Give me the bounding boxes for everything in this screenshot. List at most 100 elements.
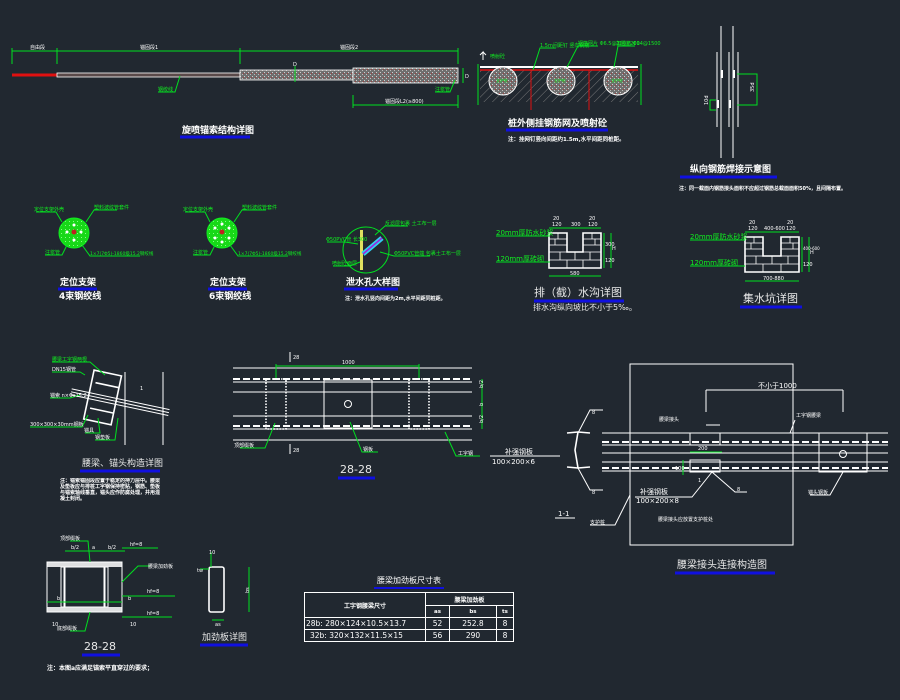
leader-line — [70, 540, 91, 563]
label-shotcrete: 喷射砼 — [490, 53, 505, 60]
drawing-title: 排（截）水沟详图 — [534, 285, 622, 299]
top-batten-plate — [408, 378, 430, 430]
positioning-bracket-4-drawing: 定位支架外壳 塑料波纹管套件 注浆管 1×7(7Φ5)-1860级15.2钢绞线… — [34, 204, 154, 302]
cell-ts: 8 — [495, 629, 515, 642]
stiffener — [104, 566, 109, 608]
leader-line — [52, 361, 106, 376]
weld-mark: 8 — [592, 410, 595, 416]
header-size: 工字钢腰梁尺寸 — [304, 592, 426, 618]
anchor-structure-drawing: 自由段 锚固段1 锚固段2 D D 钢绞线 注浆管 锚固段L2(≥800) 旋喷… — [11, 44, 469, 139]
leader-line — [590, 494, 631, 526]
drawing-title: 腰梁、锚头构造详图 — [82, 457, 163, 469]
dim: b/2 — [479, 415, 485, 423]
dim: 300 — [571, 222, 581, 228]
weld-mark — [721, 70, 723, 78]
label: 塑料波纹管套件 — [242, 204, 277, 211]
label: 锚索 n×Φs15.2 — [50, 392, 87, 399]
table-row: 28b: 280×124×10.5×13.7 52 252.8 8 — [304, 617, 515, 630]
pile-circle — [488, 66, 518, 96]
cell-size: 28b: 280×124×10.5×13.7 — [304, 617, 426, 630]
steel-mesh-drawing: 支护桩 支护桩 支护桩 喷射砼 1.5m间距钉 竖向钢筋 钢筋网片 Φ6.5@2… — [477, 40, 661, 143]
pile-label: 支护桩 — [554, 77, 566, 83]
section-mark-label: 28 — [293, 355, 299, 361]
drawing-title: 28-28 — [340, 463, 372, 476]
cell-bs: 252.8 — [449, 617, 497, 630]
pile-label: 支护桩 — [611, 77, 623, 83]
header-group: 腰梁加劲板 — [425, 592, 514, 606]
drawing-title: 集水坑详图 — [743, 291, 798, 305]
dim: 120 — [588, 222, 598, 228]
label-mesh: 钢筋网片 Φ6.5@200×200 — [578, 40, 640, 47]
strand-dot — [213, 236, 217, 240]
section-mark-label: 28 — [293, 448, 299, 454]
anchor-hole — [839, 450, 847, 458]
dim-anchor-2: 锚固段2 — [340, 44, 358, 51]
weld-label: hf=8 — [130, 542, 142, 548]
label: 补强钢板 — [640, 487, 668, 496]
section-outline — [46, 561, 123, 613]
marker: 1 — [698, 478, 701, 484]
label-mortar: 20mm厚防水砂浆 — [496, 228, 554, 237]
drawing-title: 28-28 — [84, 640, 116, 653]
drawing-note-box: 注：锚索锚固段应置于稳定的持力层中。腰梁及垫板应与排桩工字钢保持密贴，钢筋、垫板… — [60, 478, 160, 502]
dim: b — [128, 596, 131, 602]
dim: 10 — [209, 550, 215, 556]
leader-line — [240, 422, 276, 449]
cell-bs: 290 — [449, 629, 497, 642]
web-opening — [64, 566, 105, 608]
dim: 400-600 — [803, 246, 820, 251]
splice-plate — [689, 459, 721, 473]
leader-line — [70, 611, 91, 632]
weld-label: hf=8 — [147, 589, 159, 595]
drawing-title: 泄水孔大样图 — [346, 276, 400, 288]
header-bs: bs — [449, 605, 497, 618]
label-grout-pipe: 注浆管 — [435, 86, 450, 93]
leader-line — [121, 565, 150, 583]
label: DN15钢管 — [52, 366, 76, 373]
weld-mark — [733, 70, 735, 78]
label: 反滤层包裹 土工布一层 — [385, 220, 437, 227]
table-title: 腰梁加劲板尺寸表 — [377, 576, 441, 585]
drawing-note: 排水沟纵向坡比不小于5‰。 — [533, 302, 637, 312]
drainage-ditch-drawing: 20 120 300 20 120 300 120 H 580 20mm厚防水砂… — [496, 216, 637, 312]
leader-line — [158, 75, 181, 93]
leader-line — [185, 211, 211, 223]
dim: 20 — [553, 216, 559, 222]
leader-line — [444, 431, 480, 457]
leader-line — [810, 471, 844, 496]
drawing-title: 定位支架 — [209, 276, 246, 288]
dim: a — [92, 545, 95, 551]
stiffener-table-block: 腰梁加劲板尺寸表 工字钢腰梁尺寸 腰梁加劲板 as bs ts 28b: 280… — [304, 575, 515, 642]
pile-label: 支护桩 — [496, 77, 508, 83]
dim-mark: 1 — [140, 386, 143, 392]
pile-circle — [546, 66, 576, 96]
dim: 120 — [605, 258, 615, 264]
dim: 20 — [749, 220, 755, 226]
stiffener-plate-drawing: 10 tw bs as 加劲板详图 — [197, 550, 251, 647]
leader-line — [52, 371, 86, 376]
header-as: as — [424, 605, 451, 618]
brick-pattern — [745, 237, 799, 272]
pile-circle — [603, 66, 633, 96]
leader-line — [327, 241, 359, 245]
drain-hole-drawing: Φ50PVC管 长300 反滤层包裹 土工布一层 喷射砼面层 Φ50PVC管端 … — [326, 220, 461, 302]
label: 支护桩 — [590, 519, 605, 526]
label: 锚头钢板 — [808, 489, 828, 496]
dim: 1000 — [342, 360, 355, 366]
label: Φ50PVC管 长300 — [326, 236, 367, 243]
dim: H — [810, 250, 814, 256]
leader-line — [577, 409, 603, 434]
label: 顶部缀板 — [234, 442, 254, 449]
dim: b/2 — [71, 545, 79, 551]
leader-line — [95, 417, 119, 441]
label: 300×300×30mm钢板 — [30, 421, 84, 428]
leader-line — [566, 45, 598, 68]
weld-mark: 8 — [592, 490, 595, 496]
label: 底部缀板 — [57, 625, 77, 632]
dim: 120 — [552, 222, 562, 228]
leader-line — [50, 394, 81, 399]
grout-pipe-center — [219, 229, 225, 235]
label: 喷射砼面层 — [332, 260, 357, 267]
strand-dot — [227, 236, 231, 240]
